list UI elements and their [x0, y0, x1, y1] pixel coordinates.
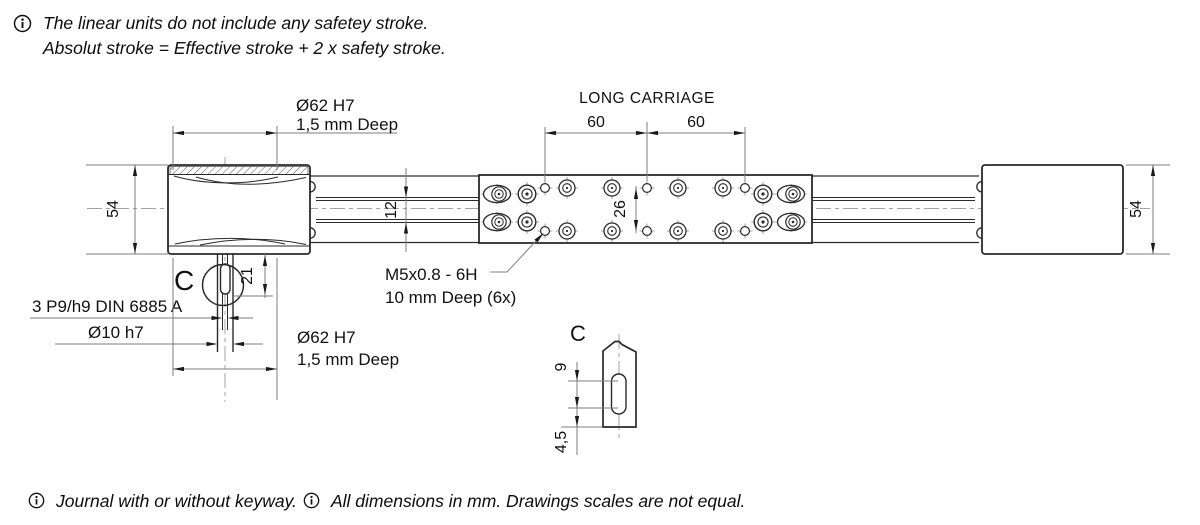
label-thread-1: M5x0.8 - 6H [385, 265, 478, 284]
label-journal-diameter: Ø10 h7 [88, 323, 144, 342]
note-line-1: The linear units do not include any safe… [43, 13, 429, 33]
info-icon [303, 492, 320, 509]
label-long-carriage: LONG CARRIAGE [579, 90, 715, 107]
cover-hatch-band [169, 166, 309, 175]
label-bore-top-1: Ø62 H7 [296, 96, 355, 115]
left-end-housing [167, 164, 316, 255]
shaft-end-pin [976, 227, 983, 239]
shaft-end-pin [309, 180, 316, 193]
label-bore-top-2: 1,5 mm Deep [296, 115, 398, 134]
shaft-end-pin [309, 227, 316, 239]
label-bore-bottom-1: Ø62 H7 [297, 328, 356, 347]
note-journal-keyway-text: Journal with or without keyway. [56, 491, 297, 511]
info-icon [13, 14, 32, 33]
note-line-2: Absolut stroke = Effective stroke + 2 x … [43, 38, 446, 58]
dim-54-right: 54 [1128, 200, 1145, 218]
dim-54-left: 54 [105, 200, 122, 218]
note-journal-keyway: Journal with or without keyway. [28, 489, 297, 514]
shaft-end-pin [976, 180, 983, 193]
note-dimensions-mm-text: All dimensions in mm. Drawings scales ar… [331, 491, 746, 511]
dimension-annotations: Ø62 H7 1,5 mm Deep LONG CARRIAGE 60 60 5… [30, 90, 1170, 400]
note-safety-stroke: The linear units do not include any safe… [13, 11, 446, 61]
label-keyway-spec: 3 P9/h9 DIN 6885 A [32, 297, 183, 316]
dim-60-left: 60 [587, 114, 605, 131]
detail-keyway-slot [610, 373, 627, 415]
journal-shaft [201, 254, 245, 352]
label-detail-view-title: C [570, 321, 586, 346]
dim-9: 9 [553, 362, 570, 371]
dim-12: 12 [383, 201, 400, 219]
detail-c-circle [201, 263, 245, 307]
guide-rails [310, 175, 979, 244]
right-end-housing [976, 164, 1124, 255]
dim-4-5: 4,5 [553, 431, 570, 453]
dim-26: 26 [612, 200, 629, 218]
note-safety-stroke-text: The linear units do not include any safe… [43, 11, 446, 61]
info-icon [28, 492, 45, 509]
label-bore-bottom-2: 1,5 mm Deep [297, 350, 399, 369]
journal-side-profile [602, 340, 637, 428]
label-detail-reference: C [174, 265, 194, 296]
detail-view-c: C 9 4,5 [553, 321, 637, 455]
long-carriage [478, 174, 813, 244]
label-thread-2: 10 mm Deep (6x) [385, 288, 516, 307]
note-dimensions-mm: All dimensions in mm. Drawings scales ar… [303, 489, 745, 514]
dim-60-right: 60 [687, 114, 705, 131]
keyway-slot [219, 263, 231, 295]
dim-21: 21 [239, 267, 256, 285]
